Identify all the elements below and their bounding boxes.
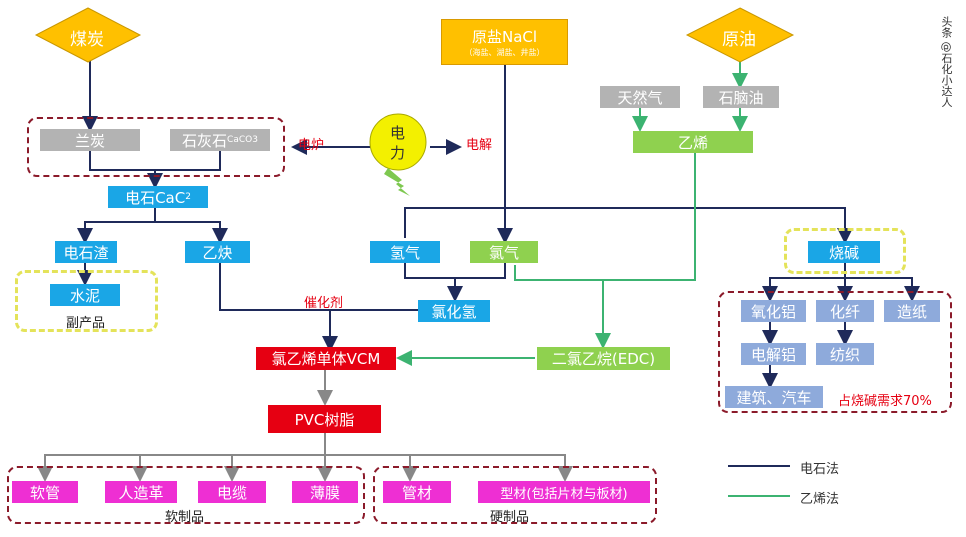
product-hose: 软管	[12, 481, 78, 503]
oil-diamond	[685, 7, 795, 63]
power-label-bottom: 力	[390, 144, 406, 162]
chlorine-box: 氯气	[470, 241, 538, 263]
edc-box: 二氯乙烷(EDC)	[537, 347, 670, 370]
product-film: 薄膜	[292, 481, 358, 503]
hydrogen-box: 氢气	[370, 241, 440, 263]
electrolysis-label: 电解	[466, 138, 493, 153]
power-circle	[369, 113, 427, 171]
textile-box: 纺织	[816, 343, 874, 365]
byproduct-group	[15, 270, 158, 332]
soft-products-label: 软制品	[165, 510, 205, 525]
paper-box: 造纸	[884, 300, 940, 322]
acetylene-box: 乙炔	[185, 241, 250, 263]
raw-material-group	[27, 117, 285, 177]
carbide-name: 电石CaC	[125, 188, 186, 207]
limestone-name: 石灰石	[182, 131, 228, 150]
hcl-box: 氯化氢	[418, 300, 490, 322]
carbide-subscript: 2	[185, 192, 191, 202]
product-artificial-leather: 人造革	[105, 481, 177, 503]
demand-note: 占烧碱需求70%	[838, 394, 932, 409]
salt-title: 原盐NaCl	[471, 28, 538, 46]
hard-products-label: 硬制品	[490, 510, 530, 525]
salt-subtitle: （海盐、湖盐、井盐）	[464, 48, 545, 57]
caustic-application-group	[718, 291, 952, 413]
pvc-box: PVC树脂	[268, 405, 381, 433]
lightning-icon	[384, 168, 410, 196]
caustic-highlight	[784, 228, 906, 274]
power-label-top: 电	[390, 124, 406, 142]
watermark-text: 头条 @石化小达人	[940, 16, 953, 108]
product-cable: 电缆	[198, 481, 266, 503]
limestone-formula: CaCO3	[227, 135, 258, 145]
alumina-box: 氧化铝	[741, 300, 806, 322]
carbide-lines	[77, 60, 920, 389]
hard-products-group	[373, 466, 657, 524]
naphtha-box: 石脑油	[703, 86, 779, 108]
coke-box: 兰炭	[40, 129, 140, 151]
catalyst-label: 催化剂	[304, 296, 344, 311]
residue-box: 电石渣	[55, 241, 117, 263]
cement-box: 水泥	[50, 284, 120, 306]
product-profile: 型材(包括片材与板材)	[478, 481, 650, 503]
fiber-box: 化纤	[816, 300, 874, 322]
natural-gas-box: 天然气	[600, 86, 680, 108]
vcm-box: 氯乙烯单体VCM	[256, 347, 396, 370]
byproduct-label: 副产品	[66, 316, 106, 331]
salt-source-box: 原盐NaCl （海盐、湖盐、井盐）	[441, 19, 568, 65]
ethylene-lines	[396, 60, 748, 366]
coal-label: 煤炭	[70, 30, 104, 50]
construction-box: 建筑、汽车	[725, 386, 823, 408]
aluminum-box: 电解铝	[741, 343, 806, 365]
furnace-label: 电炉	[298, 138, 325, 153]
ethylene-box: 乙烯	[633, 131, 753, 153]
caustic-soda-box: 烧碱	[808, 241, 880, 263]
soft-products-group	[7, 466, 365, 524]
coal-diamond	[34, 7, 142, 63]
product-pipe: 管材	[383, 481, 451, 503]
oil-label: 原油	[722, 30, 756, 50]
legend-carbide-label: 电石法	[800, 462, 840, 477]
legend-ethylene-label: 乙烯法	[800, 492, 840, 507]
